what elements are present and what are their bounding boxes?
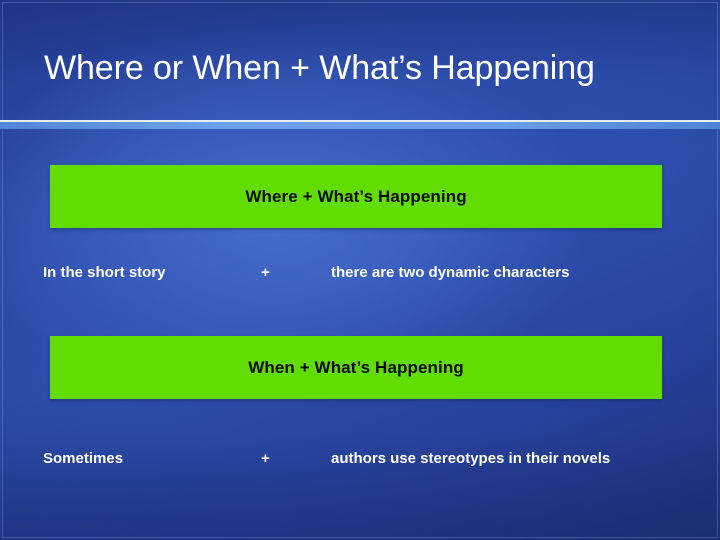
plus-operator-icon: + [261,450,270,467]
page-title: Where or When + What’s Happening [44,49,595,87]
sentence-right-phrase: there are two dynamic characters [331,264,570,281]
callout-bar-label: When + What’s Happening [248,357,464,377]
sentence-left-phrase: In the short story [43,264,166,281]
title-banner: Where or When + What’s Happening [0,0,720,121]
sentence-row-where: In the short story + there are two dynam… [0,261,720,285]
callout-bar-when: When + What’s Happening [50,336,662,399]
sentence-right-phrase: authors use stereotypes in their novels [331,450,611,467]
title-divider-accent-band [0,122,720,129]
title-divider-white-rule [0,120,720,122]
callout-bar-label: Where + What’s Happening [245,186,467,206]
sentence-row-when: Sometimes + authors use stereotypes in t… [0,447,720,471]
sentence-left-phrase: Sometimes [43,450,124,467]
plus-operator-icon: + [261,264,270,281]
callout-bar-where: Where + What’s Happening [50,165,662,228]
